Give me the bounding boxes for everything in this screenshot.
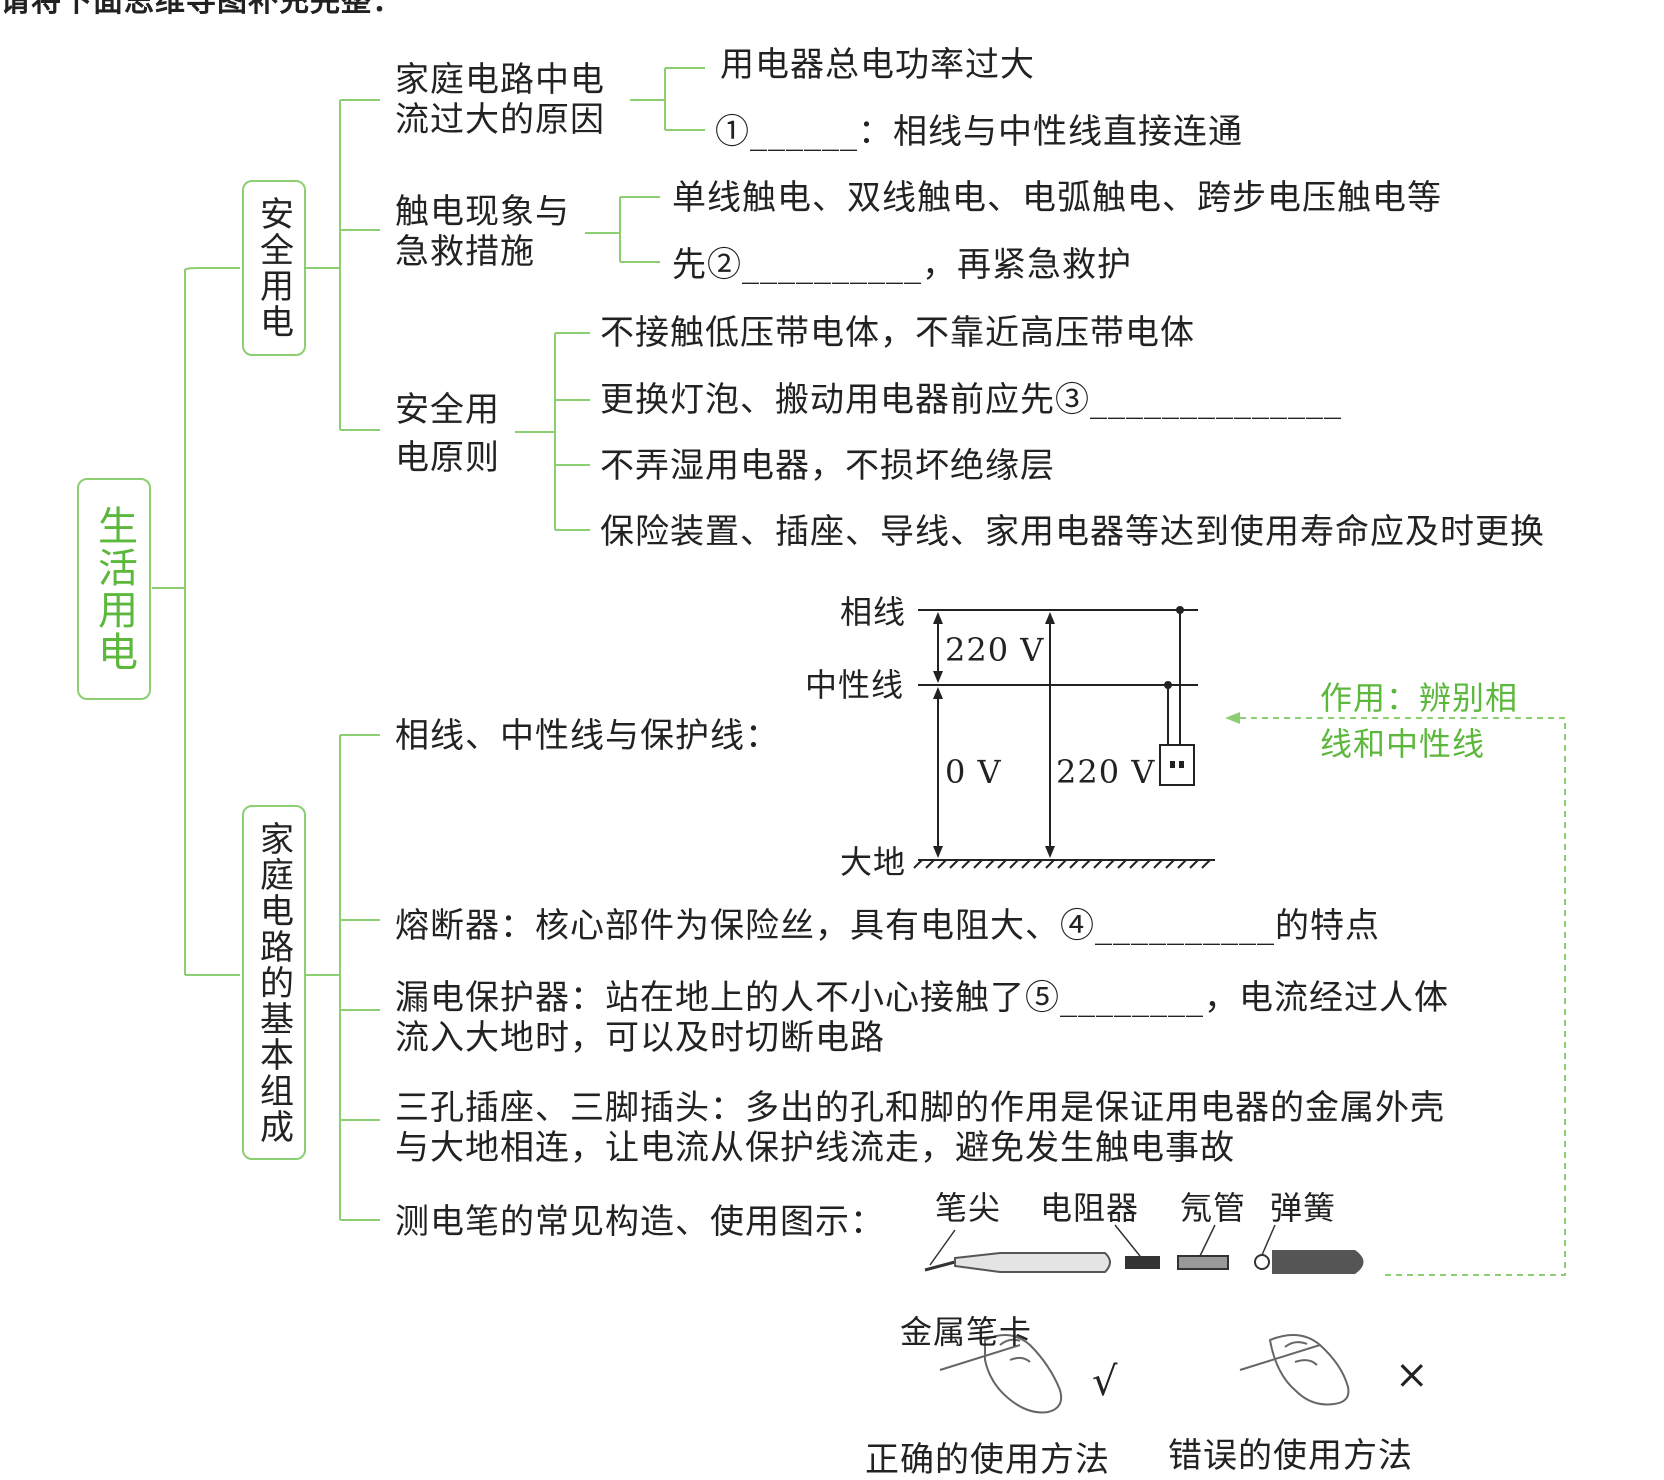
tester-part-spring: 弹簧 [1270, 1189, 1337, 1227]
correct-caption: 正确的使用方法 [865, 1440, 1110, 1480]
tester-part-neon: 氖管 [1180, 1189, 1247, 1227]
excess-label-1: 家庭电路中电 [395, 60, 605, 100]
principles-item-2: 更换灯泡、搬动用电器前应先③______________ [600, 380, 1342, 420]
tester-label: 测电笔的常见构造、使用图示： [395, 1202, 885, 1242]
socket-text-2: 与大地相连，让电流从保护线流走，避免发生触电事故 [395, 1128, 1235, 1168]
brace-excess [630, 67, 705, 131]
leakage-text-1: 漏电保护器：站在地上的人不小心接触了⑤________，电流经过人体 [395, 978, 1449, 1018]
shock-label-2: 急救措施 [395, 232, 535, 272]
leakage-text-2: 流入大地时，可以及时切断电路 [395, 1018, 885, 1058]
note-line-1: 作用：辨别相 [1320, 679, 1519, 717]
voltage-live-neutral: 220 V [945, 631, 1045, 669]
brace-principles [515, 332, 590, 531]
fuse-text: 熔断器：核心部件为保险丝，具有电阻大、④__________的特点 [395, 906, 1380, 946]
neutral-wire-label: 中性线 [805, 666, 905, 704]
shock-item-2: 先②__________，再紧急救护 [672, 245, 1132, 285]
principles-item-4: 保险装置、插座、导线、家用电器等达到使用寿命应及时更换 [600, 512, 1545, 552]
wrong-mark: × [1395, 1352, 1430, 1398]
root-title: 生活用电 [91, 505, 137, 673]
excess-item-2: ①______：相线与中性线直接连通 [715, 112, 1243, 152]
root-connector [152, 267, 240, 976]
wrong-caption: 错误的使用方法 [1168, 1436, 1413, 1476]
tester-part-tip: 笔尖 [935, 1189, 1002, 1227]
circuit-diagram [913, 609, 1215, 869]
note-line-2: 线和中性线 [1320, 725, 1486, 763]
earth-label: 大地 [840, 843, 907, 881]
principles-item-3: 不弄湿用电器，不损坏绝缘层 [600, 446, 1055, 486]
note-arrowhead [1225, 712, 1240, 724]
test-pen-diagram [924, 1224, 1364, 1274]
socket-text-1: 三孔插座、三脚插头：多出的孔和脚的作用是保证用电器的金属外壳 [395, 1088, 1445, 1128]
correct-mark: √ [1092, 1359, 1119, 1405]
tester-clip-label: 金属笔卡 [900, 1313, 1033, 1351]
household-node: 家庭电路的基本组成 [242, 805, 306, 1160]
excess-item-1: 用电器总电功率过大 [720, 45, 1035, 85]
household-connector [306, 734, 380, 1221]
voltage-live-earth: 220 V [1056, 753, 1156, 791]
root-node: 生活用电 [77, 478, 151, 700]
wires-label: 相线、中性线与保护线： [395, 716, 780, 756]
safety-connector [306, 99, 380, 431]
excess-label-2: 流过大的原因 [395, 100, 605, 140]
correct-hand [939, 1334, 1063, 1414]
safety-node: 安全用电 [242, 180, 306, 356]
shock-label-1: 触电现象与 [395, 192, 570, 232]
live-wire-label: 相线 [840, 593, 907, 631]
voltage-neutral-earth: 0 V [945, 753, 1002, 791]
safety-title: 安全用电 [253, 196, 294, 340]
principles-label-2: 电原则 [395, 438, 500, 478]
principles-label-1: 安全用 [395, 390, 500, 430]
wrong-hand [1239, 1334, 1350, 1406]
principles-item-1: 不接触低压带电体，不靠近高压带电体 [600, 313, 1195, 353]
brace-shock [585, 196, 660, 263]
heading: 请将下面思维导图补充完整： [0, 0, 403, 19]
tester-part-resistor: 电阻器 [1040, 1189, 1140, 1227]
shock-item-1: 单线触电、双线触电、电弧触电、跨步电压触电等 [672, 178, 1442, 218]
household-title: 家庭电路的基本组成 [253, 820, 294, 1145]
note-connector [1235, 717, 1566, 1276]
